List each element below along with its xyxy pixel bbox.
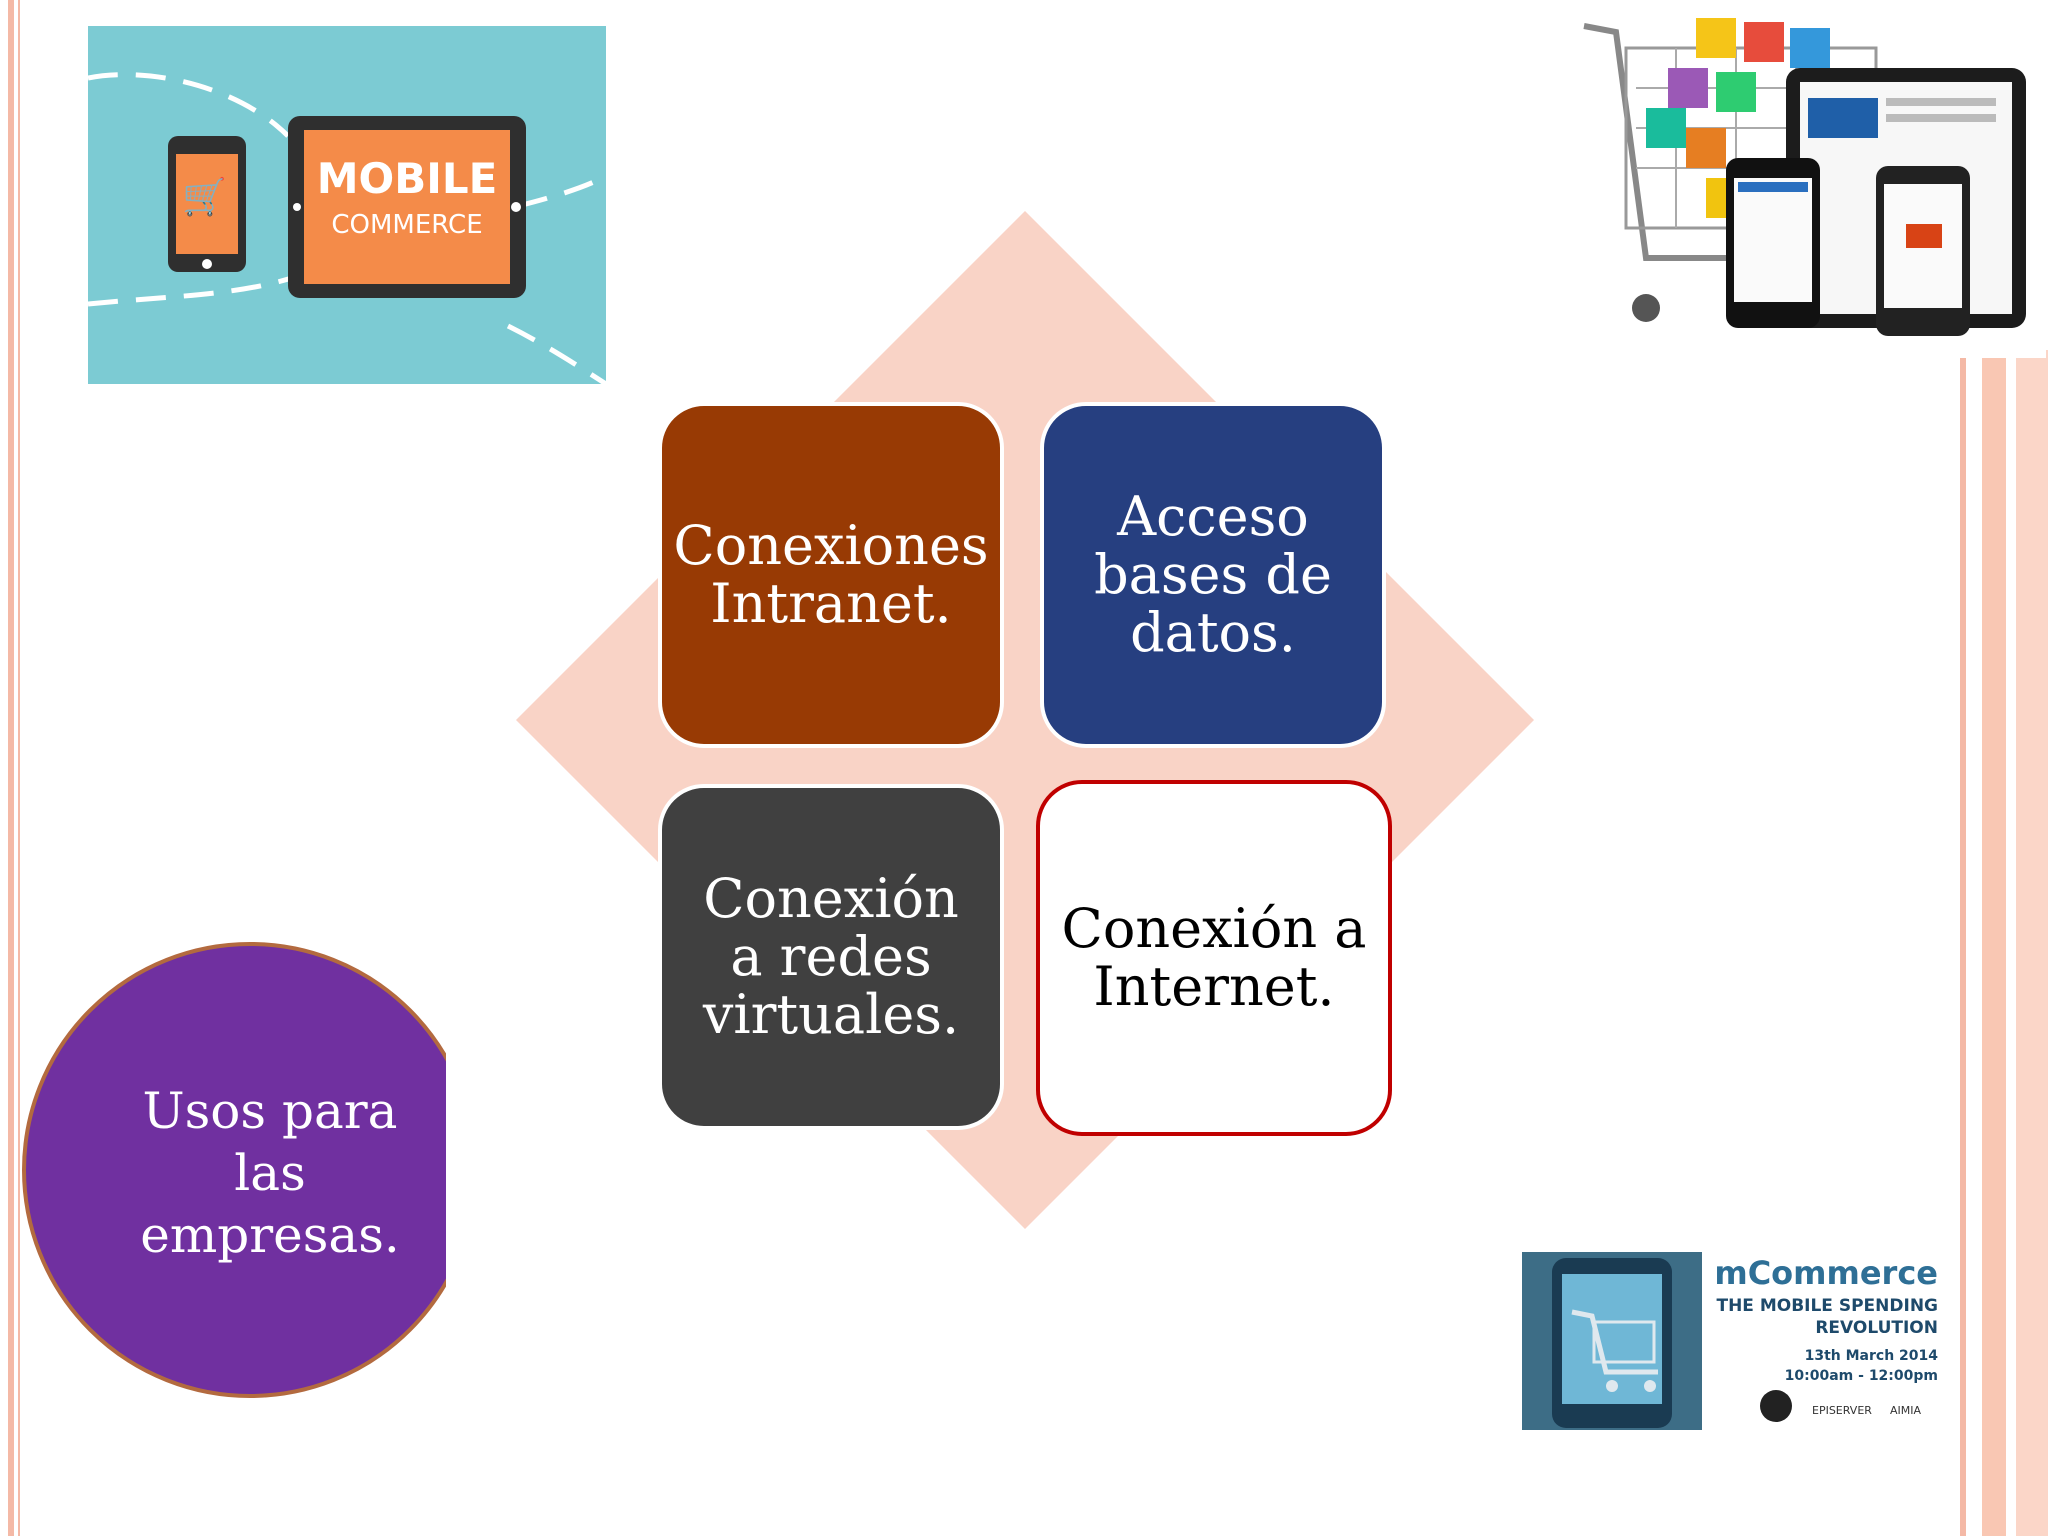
tile-label: Conexión a redes virtuales. bbox=[702, 867, 960, 1046]
tile-label: Acceso bases de datos. bbox=[1094, 485, 1332, 664]
tile-acceso-bases-de-datos: Acceso bases de datos. bbox=[1040, 402, 1386, 748]
tile-conexion-internet: Conexión a Internet. bbox=[1036, 780, 1392, 1136]
logo-subtitle: COMMERCE bbox=[331, 210, 483, 240]
banner-date: 13th March 2014 bbox=[1804, 1348, 1938, 1364]
tile-label: Conexión a Internet. bbox=[1061, 897, 1367, 1018]
mobile-commerce-image: 🛒 MOBILE COMMERCE bbox=[88, 26, 606, 384]
right-stripe-end bbox=[2016, 350, 2048, 1536]
banner-title: mCommerce bbox=[1714, 1254, 1938, 1292]
banner-sponsor-aimia: AIMIA bbox=[1890, 1404, 1922, 1417]
banner-subtitle-2: REVOLUTION bbox=[1815, 1318, 1938, 1338]
logo-title: MOBILE bbox=[316, 154, 498, 203]
left-stripe-thin bbox=[18, 0, 20, 1536]
shopping-cart-icon: 🛒 bbox=[182, 177, 227, 218]
tile-conexion-redes-virtuales: Conexión a redes virtuales. bbox=[658, 784, 1004, 1130]
tile-conexiones-intranet: Conexiones Intranet. bbox=[658, 402, 1004, 748]
cart-devices-image bbox=[1576, 8, 2046, 358]
right-stripe-wide bbox=[1982, 350, 2006, 1536]
banner-sponsor-episerver: EPISERVER bbox=[1812, 1404, 1872, 1417]
mcommerce-banner-image: mCommerce THE MOBILE SPENDING REVOLUTION… bbox=[1522, 1252, 1946, 1430]
banner-time: 10:00am - 12:00pm bbox=[1784, 1368, 1938, 1384]
usos-label: Usos para las empresas. bbox=[140, 1082, 400, 1264]
banner-subtitle-1: THE MOBILE SPENDING bbox=[1716, 1296, 1938, 1316]
left-stripe bbox=[8, 0, 14, 1536]
usos-shape bbox=[22, 942, 446, 1398]
right-stripe bbox=[1960, 350, 1966, 1536]
tile-label: Conexiones Intranet. bbox=[673, 514, 989, 635]
